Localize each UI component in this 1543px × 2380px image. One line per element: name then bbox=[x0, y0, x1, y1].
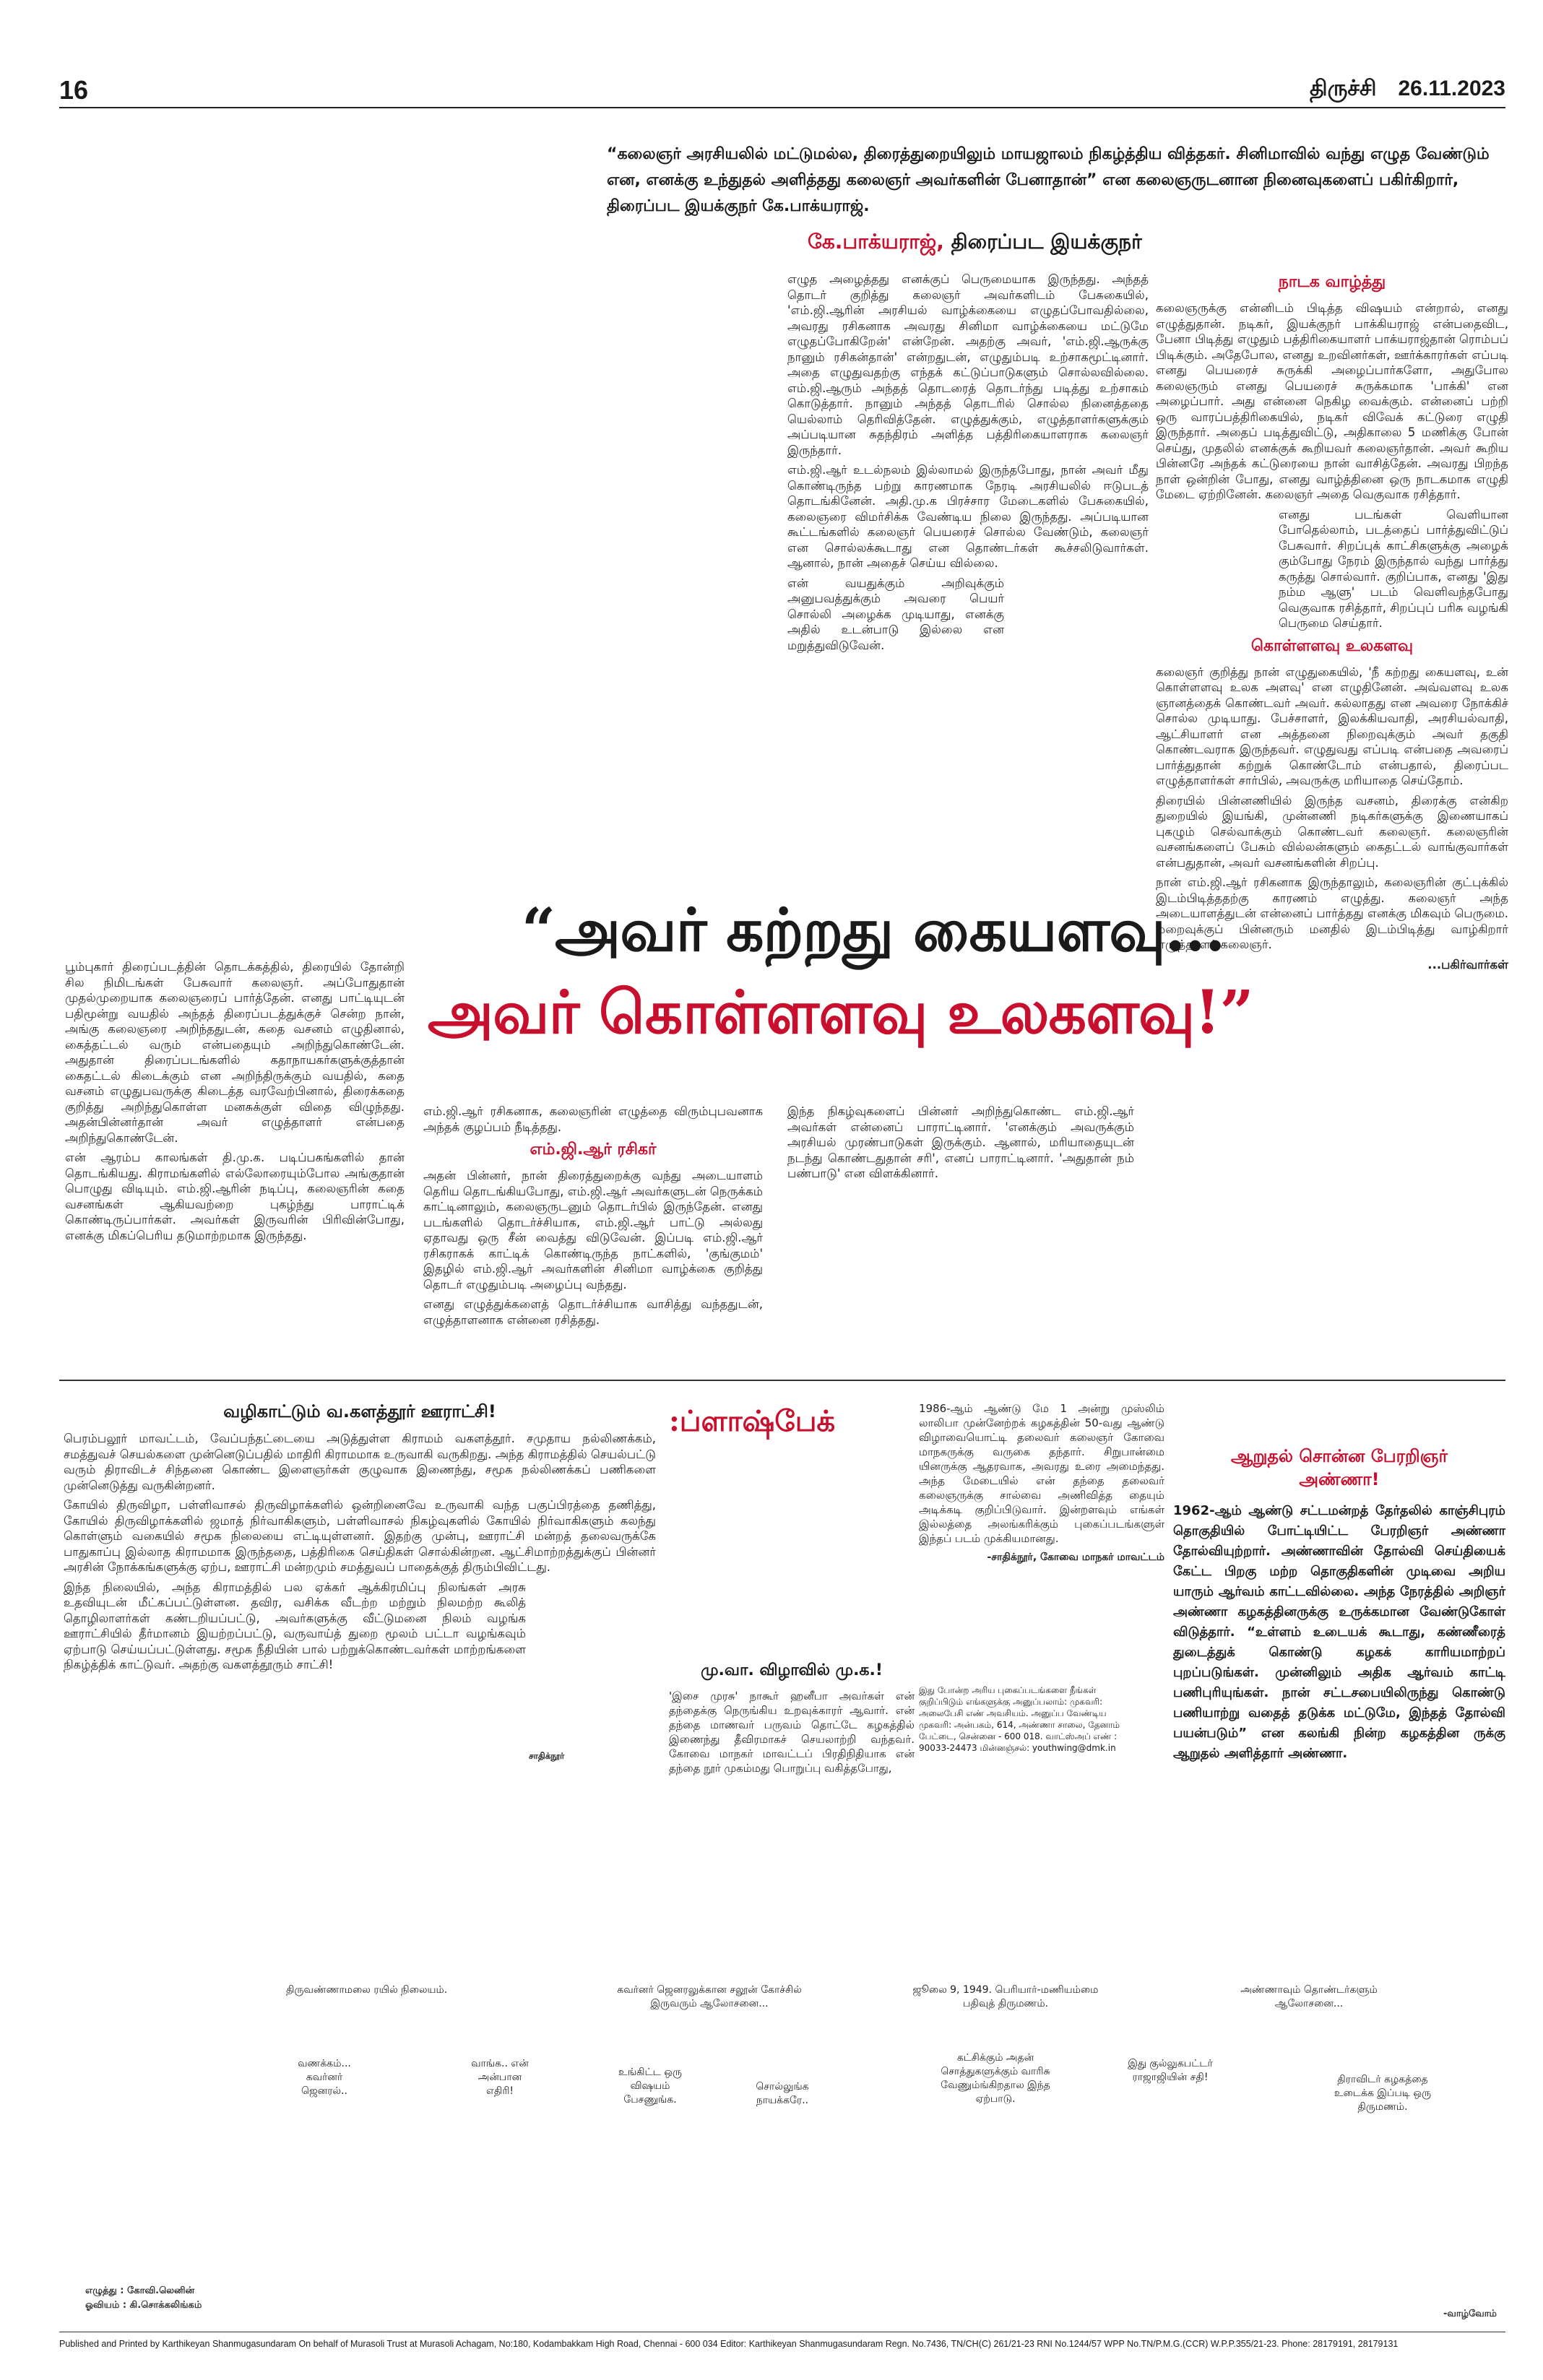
flashback-section: :ப்ளாஷ்பேக் bbox=[669, 1404, 907, 1442]
paragraph: இந்த நிகழ்வுகளைப் பின்னர் அறிந்துகொண்ட எ… bbox=[787, 1104, 1134, 1180]
sign-off: -சாதிக்நூர், கோவை மாநகர் மாவட்டம் bbox=[987, 1552, 1164, 1563]
paragraph: இந்த நிலையில், அந்த கிராமத்தில் பல ஏக்கர… bbox=[64, 1580, 526, 1672]
box-text: 1962-ஆம் ஆண்டு சட்டமன்றத் தேர்தலில் காஞ்… bbox=[1173, 1503, 1505, 1761]
speech-bubble: இது குல்லுகபட்டர் ராஜாஜியின் சதி! bbox=[1128, 2058, 1213, 2083]
section-divider bbox=[59, 1380, 1505, 1381]
article-column-left: பூம்புகார் திரைப்படத்தின் தொடக்கத்தில், … bbox=[65, 959, 405, 1247]
headline-line-1: “அவர் கற்றது கையளவு... bbox=[522, 896, 1225, 965]
comic-caption: அண்ணாவும் தொண்டர்களும் ஆலோசனை... bbox=[1240, 1984, 1378, 2009]
paragraph: பெரம்பலூர் மாவட்டம், வேப்பந்தட்டையை அடுத… bbox=[64, 1432, 656, 1492]
article-column-mid-1: எம்.ஜி.ஆர் ரசிகனாக, கலைஞரின் எழுத்தை விர… bbox=[423, 1104, 763, 1332]
anna-box: ஆறுதல் சொன்ன பேரறிஞர் அண்ணா! 1962-ஆம் ஆண… bbox=[1173, 1445, 1505, 1764]
feature-title: வழிகாட்டும் வ.களத்தூர் ஊராட்சி! bbox=[223, 1401, 496, 1421]
subheading: எம்.ஜி.ஆர் ரசிகர் bbox=[530, 1141, 657, 1159]
box-title-line: அண்ணா! bbox=[1299, 1469, 1380, 1489]
speech-bubble: வாங்க.. என் அன்பான எதிரி! bbox=[471, 2058, 529, 2097]
speech-bubble: கட்சிக்கும் அதன் சொத்துகளுக்கும் வாரிசு … bbox=[941, 2052, 1050, 2105]
speech-bubble: உங்கிட்ட ஒரு விஷயம் பேசணுங்க. bbox=[618, 2067, 682, 2106]
paragraph: பூம்புகார் திரைப்படத்தின் தொடக்கத்தில், … bbox=[65, 960, 405, 1145]
paragraph: எழுத அழைத்தது எனக்குப் பெருமையாக இருந்தத… bbox=[787, 272, 1149, 457]
paragraph: கலைஞர் குறித்து நான் எழுதுகையில், 'நீ கற… bbox=[1156, 665, 1508, 788]
speech-bubble: சொல்லுங்க நாயக்கரே.. bbox=[756, 2081, 809, 2106]
headline-line-2: அவர் கொள்ளளவு உலகளவு!” bbox=[428, 978, 1254, 1047]
speech-bubble: திராவிடர் கழகத்தை உடைக்க இப்படி ஒரு திரு… bbox=[1334, 2074, 1432, 2113]
comic-caption: ஜூலை 9, 1949. பெரியார்-மணியம்மை பதிவுத் … bbox=[912, 1984, 1099, 2009]
credit-writer: எழுத்து : கோவி.லெனின் bbox=[85, 2285, 195, 2296]
article-column-mid-2: இந்த நிகழ்வுகளைப் பின்னர் அறிந்துகொண்ட எ… bbox=[787, 1104, 1134, 1186]
continued-marker: -வாழ்வோம் bbox=[1443, 2308, 1497, 2319]
paragraph: அதன் பின்னர், நான் திரைத்துறைக்கு வந்து … bbox=[423, 1169, 763, 1291]
issue-date: 26.11.2023 bbox=[1398, 77, 1506, 100]
flashback-title: :ப்ளாஷ்பேக் bbox=[669, 1404, 836, 1438]
submission-note: இது போன்ற அரிய புகைப்படங்களை நீங்கள் குற… bbox=[919, 1685, 1120, 1753]
paragraph: எனது படங்கள் வெளியான போதெல்லாம், படத்தைப… bbox=[1279, 507, 1508, 631]
flashback-sub: மு.வா. விழாவில் மு.க.! 'இசை முரசு' நாகூர… bbox=[669, 1661, 915, 1780]
paragraph: எனது எழுத்துக்களைத் தொடர்ச்சியாக வாசித்த… bbox=[423, 1297, 763, 1327]
speech-bubble: வணக்கம்... கவர்னர் ஜெனரல்.. bbox=[298, 2058, 351, 2097]
subheading: நாடக வாழ்த்து bbox=[1278, 273, 1386, 291]
article-column-center-top: எழுத அழைத்தது எனக்குப் பெருமையாக இருந்தத… bbox=[787, 272, 1149, 657]
comic-strip: திருவண்ணாமலை ரயில் நிலையம். கவர்னர் ஜெனர… bbox=[59, 1965, 1505, 2181]
paragraph: 1986-ஆம் ஆண்டு மே 1 அன்று முஸ்லிம் லாலிப… bbox=[919, 1402, 1164, 1545]
byline: கே.பாக்யராஜ், திரைப்பட இயக்குநர் bbox=[808, 230, 1142, 256]
comic-caption: கவர்னர் ஜெனரலுக்கான சலூன் கோச்சில் இருவர… bbox=[617, 1984, 802, 2009]
imprint-line: Published and Printed by Karthikeyan Sha… bbox=[59, 2339, 1399, 2349]
page-number: 16 bbox=[59, 75, 89, 105]
paragraph: திரையில் பின்னணியில் இருந்த வசனம், திரைக… bbox=[1156, 793, 1508, 870]
paragraph: எம்.ஜி.ஆர் உடல்நலம் இல்லாமல் இருந்தபோது,… bbox=[787, 463, 1149, 570]
sign-off: ...பகிர்வார்கள் bbox=[1427, 957, 1508, 972]
intro-standfirst: “கலைஞர் அரசியலில் மட்டுமல்ல, திரைத்துறைய… bbox=[607, 145, 1490, 215]
comic-caption: திருவண்ணாமலை ரயில் நிலையம். bbox=[286, 1984, 448, 1996]
paragraph: எம்.ஜி.ஆர் ரசிகனாக, கலைஞரின் எழுத்தை விர… bbox=[423, 1104, 763, 1134]
byline-role: திரைப்பட இயக்குநர் bbox=[943, 230, 1142, 254]
credit-artist: ஓவியம் : கி.சொக்கலிங்கம் bbox=[85, 2300, 202, 2311]
paragraph: 'இசை முரசு' நாகூர் ஹனீபா அவர்கள் என் தந்… bbox=[669, 1689, 915, 1775]
paragraph: கோயில் திருவிழா, பள்ளிவாசல் திருவிழாக்கள… bbox=[64, 1498, 656, 1574]
masthead: திருச்சி 26.11.2023 bbox=[1288, 77, 1505, 104]
box-title-line: ஆறுதல் சொன்ன பேரறிஞர் bbox=[1231, 1446, 1448, 1466]
city-name: திருச்சி bbox=[1310, 77, 1377, 100]
header-rule bbox=[59, 107, 1505, 108]
article-column-right: நாடக வாழ்த்து கலைஞருக்கு என்னிடம் பிடித்… bbox=[1156, 267, 1508, 977]
photo-credit: சாதிக்நூர் bbox=[529, 1751, 565, 1761]
paragraph: கலைஞருக்கு என்னிடம் பிடித்த விஷயம் என்றா… bbox=[1156, 301, 1508, 501]
box-title: ஆறுதல் சொன்ன பேரறிஞர் அண்ணா! bbox=[1173, 1445, 1505, 1491]
byline-name: கே.பாக்யராஜ், bbox=[808, 230, 944, 254]
paragraph: என் ஆரம்ப காலங்கள் தி.மு.க. படிப்பகங்களி… bbox=[65, 1151, 405, 1242]
village-feature: வழிகாட்டும் வ.களத்தூர் ஊராட்சி! பெரம்பலூ… bbox=[64, 1401, 656, 1761]
subheading: கொள்ளளவு உலகளவு bbox=[1250, 636, 1414, 655]
flashback-story: 1986-ஆம் ஆண்டு மே 1 அன்று முஸ்லிம் லாலிப… bbox=[919, 1401, 1164, 1570]
paragraph: நான் எம்.ஜி.ஆர் ரசிகனாக இருந்தாலும், கலை… bbox=[1156, 875, 1508, 951]
paragraph: என் வயதுக்கும் அறிவுக்கும் அனுபவத்துக்கு… bbox=[787, 576, 1004, 652]
flashback-sub-title: மு.வா. விழாவில் மு.க.! bbox=[701, 1661, 883, 1679]
